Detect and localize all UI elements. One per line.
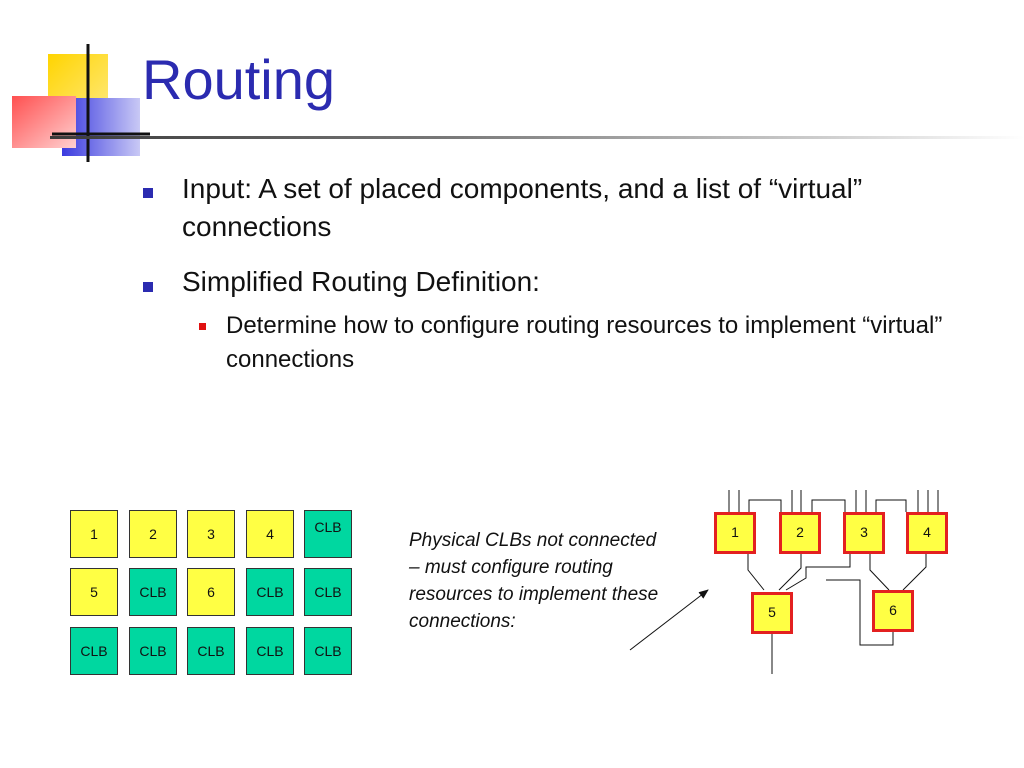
routing-node: 1 <box>714 512 756 554</box>
grid-cell: CLB <box>246 627 294 675</box>
wire <box>748 499 782 512</box>
sub-bullet-text: Determine how to configure routing resou… <box>226 312 943 373</box>
wire <box>875 499 907 512</box>
wire <box>747 554 765 591</box>
grid-cell: CLB <box>304 510 352 558</box>
wire <box>902 554 927 591</box>
grid-cell: CLB <box>70 627 118 675</box>
grid-cell: CLB <box>304 568 352 616</box>
bullet-text: Input: A set of placed components, and a… <box>182 173 863 242</box>
slide-title: Routing <box>142 48 336 111</box>
grid-cell: CLB <box>129 568 177 616</box>
grid-cell: 2 <box>129 510 177 558</box>
wire <box>826 579 894 646</box>
grid-cell: 4 <box>246 510 294 558</box>
wire <box>869 554 890 591</box>
logo-red-square <box>12 96 76 148</box>
wire <box>785 554 851 591</box>
title-divider <box>50 136 1024 139</box>
bullet-text: Simplified Routing Definition: <box>182 266 540 297</box>
grid-cell: CLB <box>129 627 177 675</box>
routing-node: 3 <box>843 512 885 554</box>
grid-cell: 6 <box>187 568 235 616</box>
wire <box>778 554 802 591</box>
routing-node: 4 <box>906 512 948 554</box>
diagram-caption: Physical CLBs not connected – must confi… <box>409 530 659 632</box>
grid-cell: 5 <box>70 568 118 616</box>
bullet-marker <box>143 282 153 292</box>
routing-node: 2 <box>779 512 821 554</box>
grid-cell: 1 <box>70 510 118 558</box>
grid-cell: CLB <box>246 568 294 616</box>
grid-cell: 3 <box>187 510 235 558</box>
routing-node: 6 <box>872 590 914 632</box>
routing-node: 5 <box>751 592 793 634</box>
sub-bullet-marker <box>199 323 206 330</box>
wire <box>811 499 846 512</box>
bullet-marker <box>143 188 153 198</box>
decorative-logo <box>12 44 150 162</box>
caption-arrow <box>629 589 709 651</box>
grid-cell: CLB <box>304 627 352 675</box>
grid-cell: CLB <box>187 627 235 675</box>
